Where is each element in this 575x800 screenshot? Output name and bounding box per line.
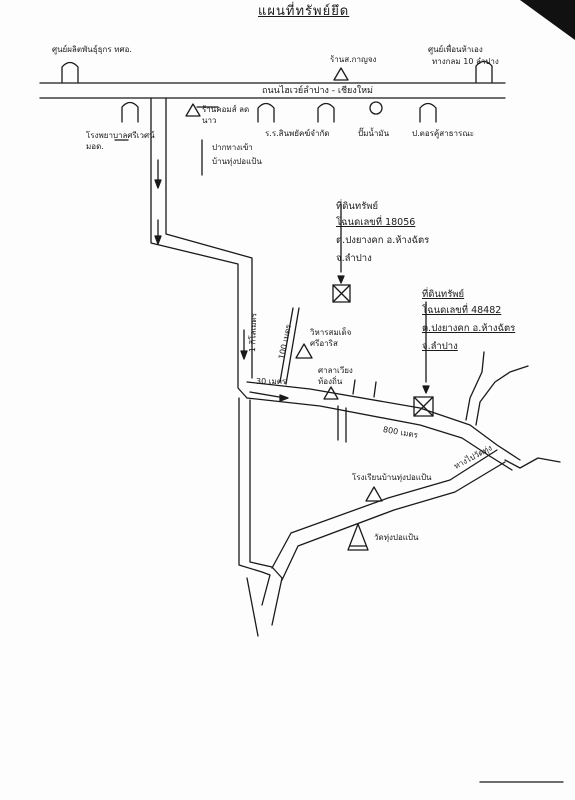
- soi-road: [150, 97, 289, 402]
- school-south-triangle-icon: [365, 486, 383, 502]
- label-road-30m: 30 เมตร: [256, 377, 287, 386]
- workshop-triangle-icon: [185, 103, 201, 117]
- label-police: ป.ตอรคู้สาธารณะ: [412, 129, 475, 138]
- property-1-province: จ.ลำปาง: [336, 253, 372, 264]
- map-title: แผนที่ทรัพย์ยึด: [258, 4, 350, 19]
- label-shop-north: ร้านส.กาญจง: [330, 55, 377, 64]
- scan-corner-shadow: [520, 0, 575, 40]
- gate-icon: [475, 60, 493, 83]
- label-transfer-school: ศูนย์เพื่อนห้าเอง: [428, 45, 483, 54]
- label-bus-stop: ศาลาเวียง ท้องถิ่น: [318, 366, 353, 386]
- property-1-deed: โฉนดเลขที่ 18056: [336, 217, 416, 228]
- property-2-subdistrict: ต.ปงยางคก อ.ห้างฉัตร: [422, 323, 516, 334]
- pointer-lines: [114, 106, 219, 176]
- gate-icon: [419, 102, 437, 123]
- label-pakthang-line2: บ้านทุ่งปอแป้น: [212, 157, 262, 166]
- label-temple-south: วัดทุ่งปอแป้น: [374, 533, 419, 542]
- label-school-row1: ร.ร.สินพยัคฆ์จำกัด: [265, 129, 330, 138]
- label-agri-center: ศูนย์ผลิตพันธุ์ธุกร ทศอ.: [52, 45, 132, 54]
- label-pakthang: ปากทางเข้า: [212, 143, 253, 152]
- label-road-1km: 1 กิโลเมตร: [247, 312, 259, 353]
- label-temple-north: วิหารสมเด็จ ศรีอาริส: [310, 328, 352, 348]
- gate-icon: [257, 102, 275, 123]
- main-highway: [39, 82, 506, 99]
- diagonal-road: [271, 449, 506, 581]
- branch-roads: [279, 307, 377, 443]
- gate-icon: [61, 61, 79, 83]
- property-2-heading: ที่ดินทรัพย์: [422, 289, 465, 300]
- property-2-deed: โฉนดเลขที่ 48482: [422, 305, 502, 316]
- property-1-marker: [332, 203, 351, 303]
- property-2-marker: [413, 301, 434, 417]
- label-workshop: ร้านคอมส์ ลดนาว: [202, 105, 250, 125]
- gate-icon: [317, 102, 335, 123]
- label-hospital: โรงพยาบาลศรีเวศน์ มอด.: [86, 131, 155, 151]
- east-road: [504, 457, 561, 469]
- label-well: ปั๊มน้ำมัน: [358, 129, 390, 138]
- shop-triangle-icon: [333, 67, 349, 81]
- northeast-roads: [465, 351, 529, 426]
- gate-icon: [121, 101, 139, 123]
- temple-south-icon: [347, 523, 369, 551]
- lane-to-property: [246, 381, 521, 471]
- label-transfer-school-line2: ทางกลม 10 ลำปาง: [432, 57, 499, 66]
- temple-north-triangle-icon: [295, 343, 313, 359]
- label-main-road: ถนนไฮเวย์ลำปาง - เชียงใหม่: [262, 86, 373, 96]
- well-circle-icon: [369, 101, 383, 115]
- west-road: [238, 397, 283, 637]
- property-1-heading: ที่ดินทรัพย์: [336, 201, 379, 212]
- property-2-province: จ.ลำปาง: [422, 341, 458, 352]
- property-1-subdistrict: ต.ปงยางคก อ.ห้างฉัตร: [336, 235, 430, 246]
- label-school-south: โรงเรียนบ้านทุ่งปอแป้น: [352, 473, 432, 482]
